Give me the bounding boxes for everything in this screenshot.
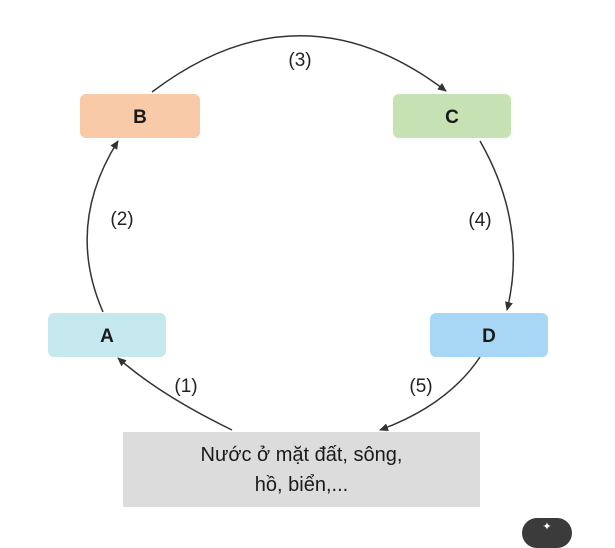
node-b-label: B [133,107,147,128]
source-water-box: Nước ở mặt đất, sông, hồ, biển,... [123,432,480,507]
arrow-c-to-d [479,140,515,311]
node-b: B [80,94,200,138]
node-d: D [430,313,548,357]
node-c-label: C [445,107,459,128]
arrow-b-to-c [151,35,447,93]
corner-badge[interactable]: ✦ [522,518,572,548]
node-c: C [393,94,511,138]
edge-label-5: (5) [409,376,432,397]
edge-label-4: (4) [468,210,491,231]
source-text-line-2: hồ, biển,... [254,473,349,496]
node-a: A [48,313,166,357]
sparkle-icon: ✦ [542,520,552,533]
edge-label-3: (3) [288,50,311,71]
arrow-a-to-b [86,140,119,313]
source-text-line-1: Nước ở mặt đất, sông, [200,443,403,466]
water-cycle-diagram: A B C D (1) (2) (3) (4) (5) [48,35,548,431]
arrow-source-to-a [117,357,233,431]
node-a-label: A [100,326,114,347]
arrow-d-to-source [379,356,481,431]
edge-label-2: (2) [110,209,133,230]
edge-label-1: (1) [174,376,197,397]
node-d-label: D [482,326,496,347]
